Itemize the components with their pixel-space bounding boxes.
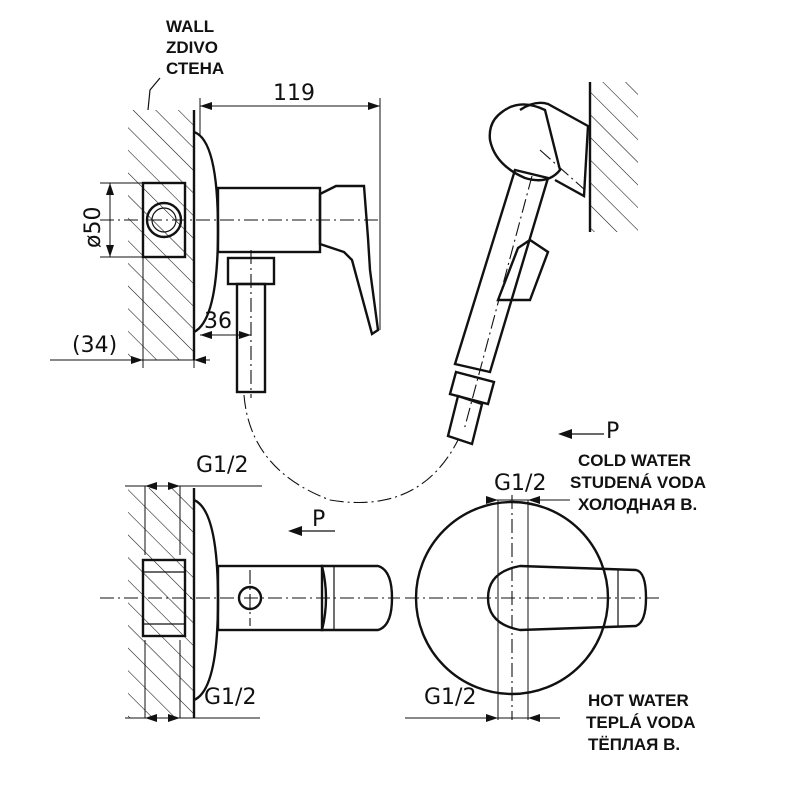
cover-plate-top: [193, 130, 220, 334]
arrow-119-left: [200, 102, 212, 110]
arrow-front-bottom-right: [528, 714, 540, 722]
wall-hatching-top: [128, 110, 194, 360]
wall-hatching-bottom: [128, 488, 194, 718]
lever-top-view: [320, 564, 394, 632]
shower-holder: [519, 101, 590, 198]
wall-label-en: WALL: [166, 17, 214, 36]
hot-water-ru: ТЁПЛАЯ В.: [588, 735, 680, 754]
lever-front: [486, 564, 648, 632]
hand-shower: [446, 82, 638, 446]
arrow-diameter-top: [106, 183, 114, 195]
shower-trigger: [496, 238, 550, 302]
wall-hatching-shower: [590, 82, 638, 232]
hot-water-label: HOT WATER TEPLÁ VODA ТЁПЛАЯ В.: [586, 691, 696, 754]
arrow-36-left: [200, 331, 212, 339]
lever-handle-top: [318, 184, 380, 336]
arrow-front-top-left: [486, 496, 498, 504]
pressure-arrow-head-left: [288, 526, 302, 536]
shower-handle: [453, 168, 550, 374]
cover-plate-bottom: [193, 498, 220, 702]
dim-34-label: (34): [72, 333, 117, 358]
cold-water-en: COLD WATER: [578, 451, 691, 470]
cold-water-label: COLD WATER STUDENÁ VODA ХОЛОДНАЯ В.: [570, 451, 706, 514]
hose-path: [243, 394, 459, 504]
hose-connector: [448, 370, 496, 406]
arrow-front-bottom-left: [486, 714, 498, 722]
arrow-thread-top-left: [145, 482, 157, 490]
wall-label: WALL ZDIVO СТЕНА: [166, 17, 224, 78]
dim-front-top-label: G1/2: [494, 471, 546, 496]
arrow-front-top-right: [528, 496, 540, 504]
top-view-bottom: G1/2 G1/2 P: [100, 453, 400, 722]
arrow-thread-bottom-right: [168, 714, 180, 722]
dim-36-label: 36: [204, 309, 232, 334]
dim-front-bottom-label: G1/2: [424, 685, 476, 710]
shower-head: [488, 103, 562, 182]
arrow-diameter-bottom: [106, 245, 114, 257]
dim-diameter-label: ø50: [81, 207, 106, 248]
side-view-top: 119 ø50 36 (34): [50, 77, 381, 398]
cold-water-cz: STUDENÁ VODA: [570, 473, 706, 492]
hot-water-en: HOT WATER: [588, 691, 689, 710]
centerline-shower-head: [539, 149, 586, 191]
dim-thread-top-label: G1/2: [196, 453, 248, 478]
arrow-34-left: [131, 356, 143, 364]
pressure-arrow-head-right: [558, 429, 572, 439]
arrow-36-right: [239, 331, 251, 339]
pressure-label-left: P: [312, 507, 325, 532]
hose-start: [446, 394, 484, 446]
wall-label-ru: СТЕНА: [166, 59, 224, 78]
arrow-thread-bottom-left: [145, 714, 157, 722]
arrow-34-right: [194, 356, 206, 364]
wall-label-cz: ZDIVO: [166, 38, 218, 57]
dim-thread-bottom-label: G1/2: [204, 685, 256, 710]
wall-label-leader: [147, 77, 161, 111]
cold-water-ru: ХОЛОДНАЯ В.: [578, 495, 697, 514]
arrow-thread-top-right: [168, 482, 180, 490]
arrow-119-right: [368, 102, 380, 110]
centerline-shower-handle: [463, 175, 533, 431]
front-view: G1/2 G1/2 P: [405, 419, 660, 722]
hot-water-cz: TEPLÁ VODA: [586, 713, 696, 732]
pressure-label-right: P: [606, 419, 619, 444]
dim-119-label: 119: [273, 81, 315, 106]
